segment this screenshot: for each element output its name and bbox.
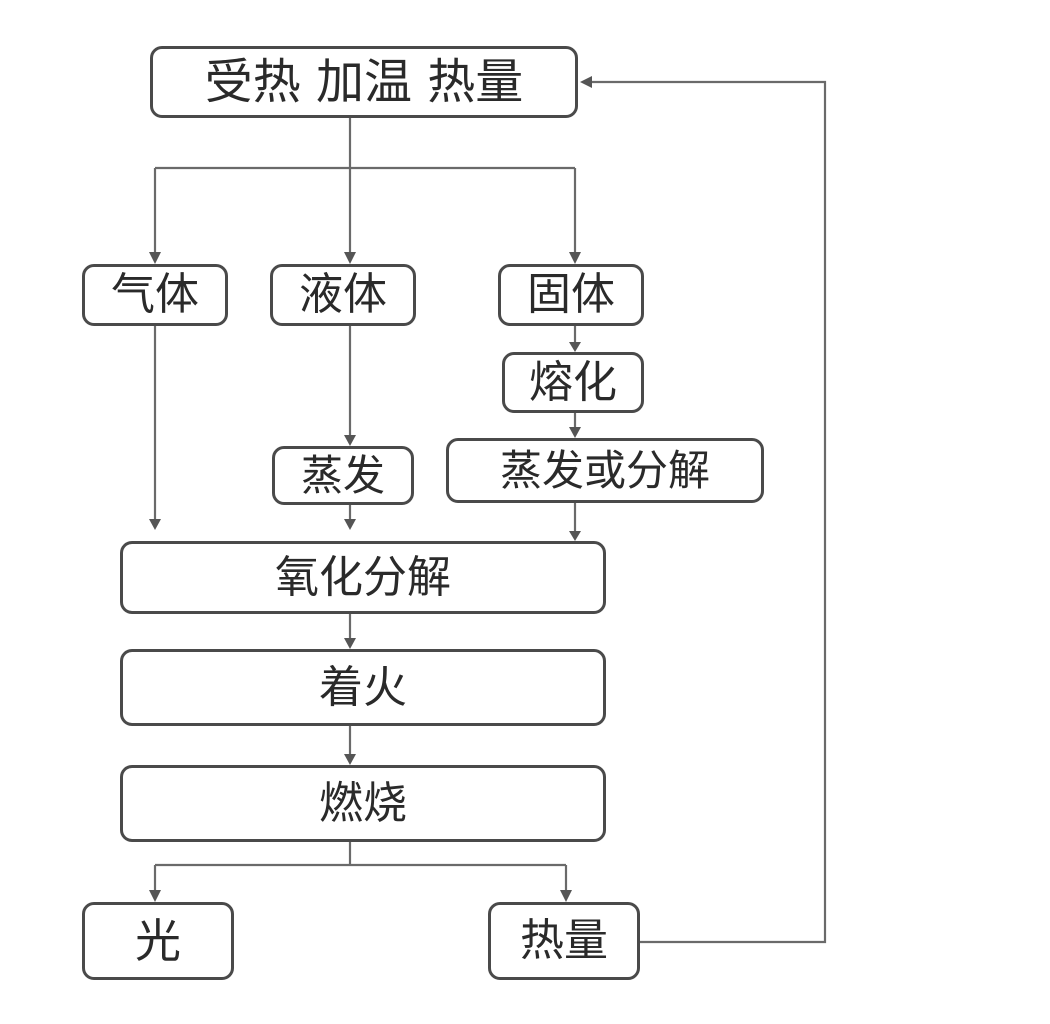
- arrowhead-gas: [149, 252, 161, 264]
- node-combustion: 燃烧: [120, 765, 606, 842]
- edge-heat-feedback-loop: [590, 80, 827, 944]
- arrowhead-ignition: [344, 638, 356, 649]
- node-ignition-label: 着火: [319, 661, 407, 713]
- arrowhead-liquid: [344, 252, 356, 264]
- arrowhead-evaporation-oxidation: [344, 519, 356, 530]
- node-liquid: 液体: [270, 264, 416, 326]
- arrowhead-evaporation: [344, 435, 356, 446]
- arrowhead-evap-decomp: [569, 427, 581, 438]
- node-light-label: 光: [135, 914, 181, 968]
- node-evaporation-or-decomposition-label: 蒸发或分解: [499, 445, 710, 495]
- node-heat-label: 热量: [520, 915, 608, 966]
- node-solid-label: 固体: [527, 269, 615, 320]
- node-oxidative-decomposition-label: 氧化分解: [275, 551, 451, 603]
- node-heating-label: 受热 加温 热量: [204, 54, 524, 110]
- arrowhead-gas-oxidation: [149, 519, 161, 530]
- node-ignition: 着火: [120, 649, 606, 726]
- node-heat: 热量: [488, 902, 640, 980]
- arrowhead-melting: [569, 342, 581, 352]
- arrowhead-heat: [560, 890, 572, 902]
- node-melting: 熔化: [502, 352, 644, 413]
- node-evaporation: 蒸发: [272, 446, 414, 505]
- node-solid: 固体: [498, 264, 644, 326]
- node-gas-label: 气体: [111, 269, 199, 320]
- arrowhead-combustion: [344, 754, 356, 765]
- arrowhead-feedback: [580, 76, 592, 88]
- node-evaporation-label: 蒸发: [300, 450, 385, 500]
- node-liquid-label: 液体: [299, 269, 387, 320]
- node-gas: 气体: [82, 264, 228, 326]
- node-oxidative-decomposition: 氧化分解: [120, 541, 606, 614]
- arrowhead-evap-decomp-oxidation: [569, 531, 581, 541]
- node-evaporation-or-decomposition: 蒸发或分解: [446, 438, 764, 503]
- arrowhead-solid: [569, 252, 581, 264]
- node-combustion-label: 燃烧: [319, 777, 407, 829]
- node-heating: 受热 加温 热量: [150, 46, 578, 118]
- arrowhead-light: [149, 890, 161, 902]
- node-light: 光: [82, 902, 234, 980]
- node-melting-label: 熔化: [529, 356, 617, 408]
